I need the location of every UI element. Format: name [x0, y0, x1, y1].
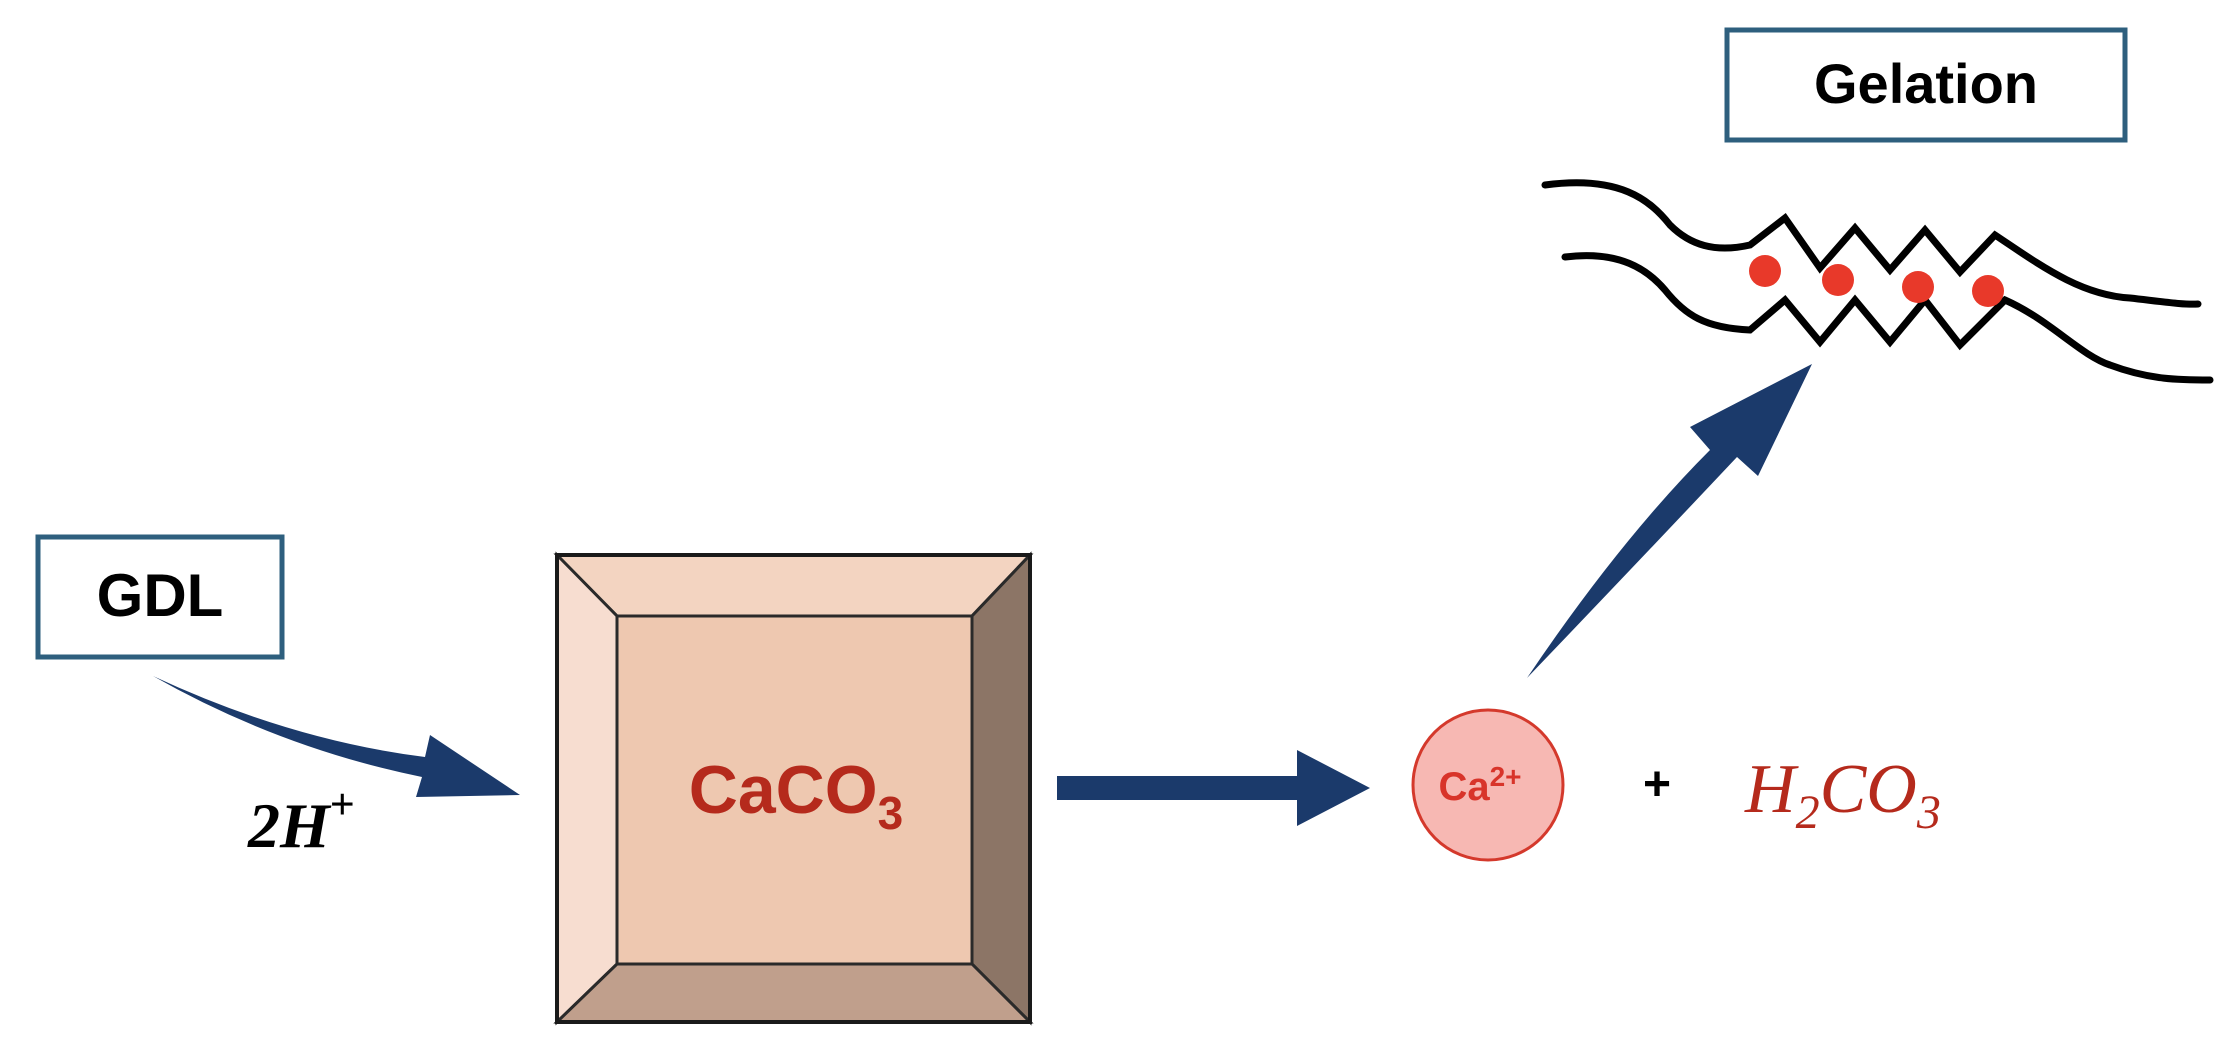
calcium-dot-4 — [1972, 275, 2004, 307]
crystal-formula-subscript: 3 — [878, 787, 904, 839]
calcium-ion: Ca2+ — [1411, 708, 1565, 862]
ion-to-gel-arrow — [1527, 364, 1812, 678]
gdl-to-crystal-arrow — [153, 676, 520, 797]
calcium-dot-3 — [1902, 271, 1934, 303]
proton-coefficient: 2 — [247, 790, 280, 861]
proton-label: 2H+ — [247, 780, 355, 861]
proton-charge: + — [330, 780, 355, 829]
crystal-top-face — [553, 553, 1034, 618]
calcium-ion-circle — [1411, 708, 1565, 862]
calcium-ion-base: Ca — [1438, 765, 1490, 809]
carbonic-acid-h-subscript: 2 — [1796, 786, 1820, 839]
crystal-formula: CaCO3 — [689, 752, 904, 839]
carbonic-acid-formula: H2CO3 — [1744, 751, 1941, 839]
calcium-ion-charge: 2+ — [1490, 761, 1522, 792]
carbonic-acid-co: CO — [1820, 751, 1917, 828]
crystal-left-face — [555, 551, 619, 1026]
crystal-front-face — [615, 614, 974, 966]
gdl-label: GDL — [97, 562, 224, 629]
gel-network — [1541, 179, 2214, 384]
gelation-label-box: Gelation — [1724, 27, 2128, 143]
crystal-outline — [555, 553, 1032, 1024]
crystal-to-products-arrow — [1057, 750, 1370, 826]
crystal-right-face — [970, 551, 1032, 1026]
polymer-chain-top — [1541, 179, 2202, 308]
caco3-crystal: CaCO3 — [553, 551, 1034, 1026]
polymer-chain-bottom — [1561, 252, 2214, 384]
proton-symbol: H — [279, 790, 332, 861]
carbonic-acid-co-subscript: 3 — [1916, 786, 1941, 839]
gdl-label-box: GDL — [35, 534, 285, 660]
gelation-label: Gelation — [1814, 52, 2038, 115]
carbonic-acid-h: H — [1744, 751, 1799, 828]
calcium-dot-1 — [1749, 255, 1781, 287]
calcium-ion-label: Ca2+ — [1438, 761, 1521, 809]
gdl-box-frame — [35, 534, 285, 660]
calcium-dot-2 — [1822, 264, 1854, 296]
crystal-formula-base: CaCO — [689, 752, 878, 828]
crystal-bottom-face — [553, 962, 1034, 1024]
plus-sign: + — [1643, 758, 1671, 811]
gelation-box-frame — [1724, 27, 2128, 143]
